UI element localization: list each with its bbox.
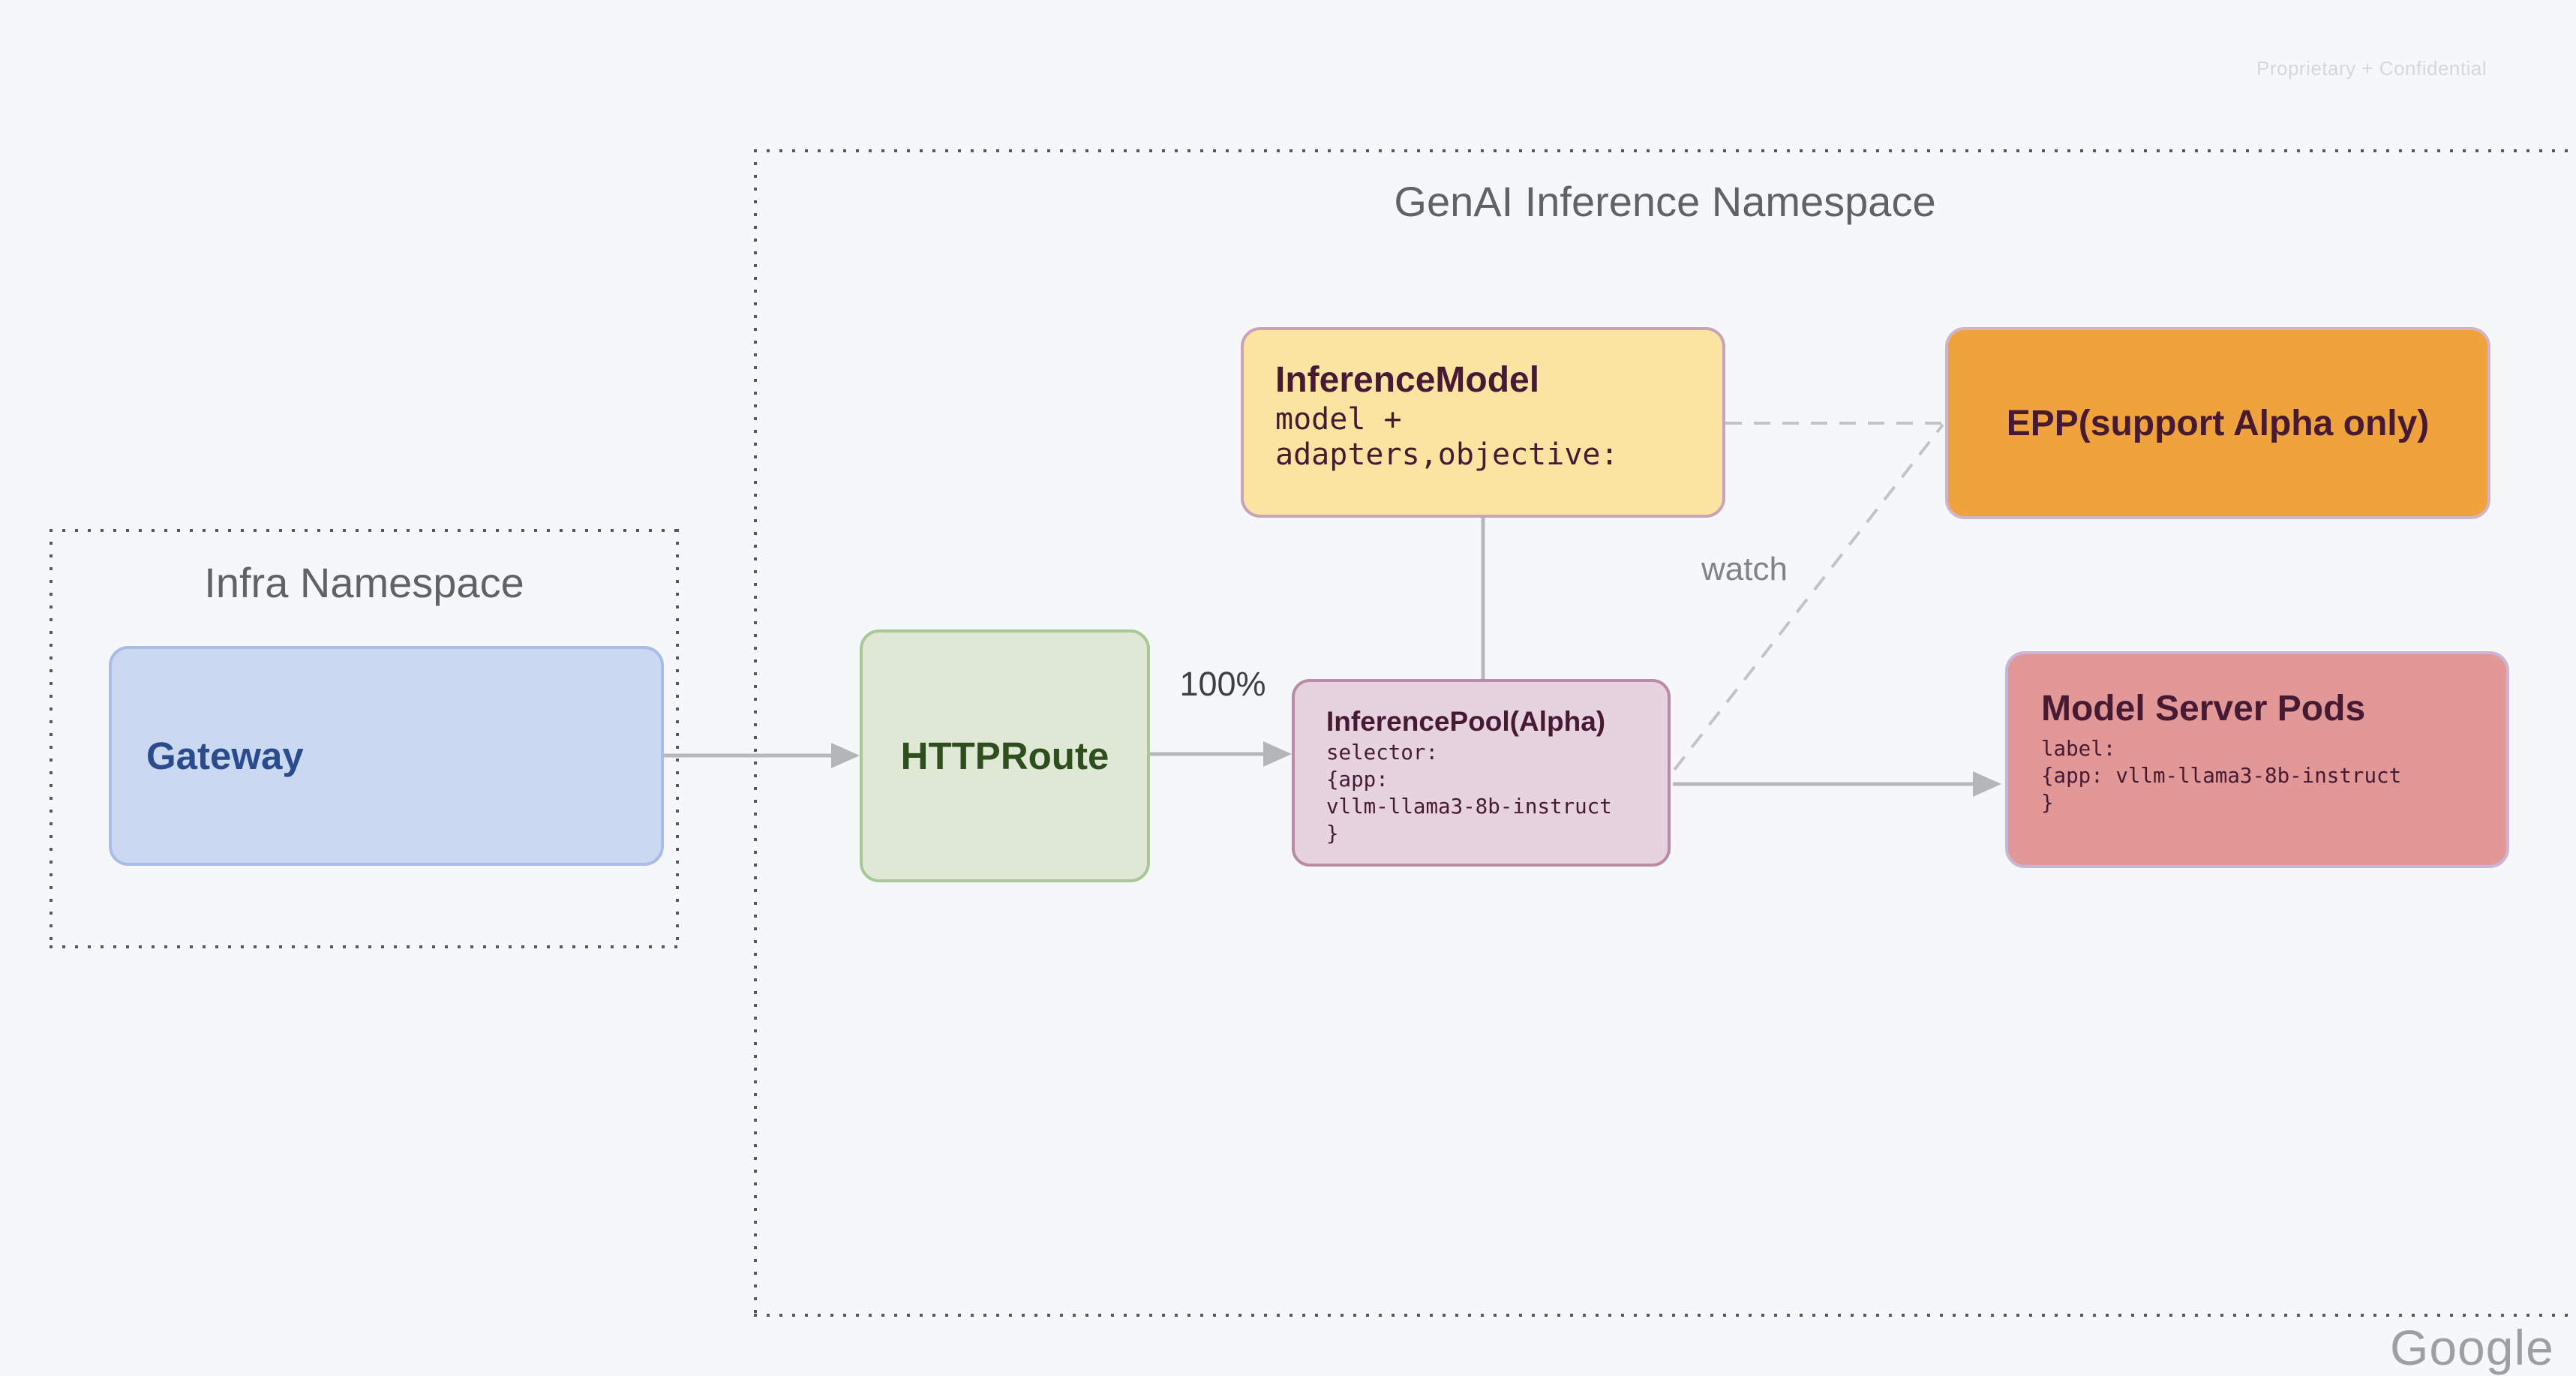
epp-node: EPP(support Alpha only): [1945, 327, 2490, 519]
inference-model-node: InferenceModel model + adapters,objectiv…: [1241, 327, 1725, 518]
inference-pool-title: InferencePool(Alpha): [1326, 706, 1606, 737]
inference-pool-body-line: vllm-llama3-8b-instruct: [1326, 795, 1612, 819]
slide-canvas: { "watermarks": { "top_right": "Propriet…: [50, 57, 2576, 1375]
httproute-label: HTTPRoute: [900, 735, 1109, 777]
model-server-pods-title: Model Server Pods: [2041, 689, 2366, 729]
route-weight-label: 100%: [1179, 665, 1266, 703]
google-logo-partial: Google: [2390, 1320, 2554, 1375]
inference-model-body-line: model +: [1275, 402, 1402, 437]
inference-model-title: InferenceModel: [1275, 360, 1540, 400]
confidentiality-watermark: Proprietary + Confidential: [2256, 57, 2487, 80]
epp-label: EPP(support Alpha only): [2006, 403, 2430, 443]
genai-namespace-title: GenAI Inference Namespace: [1394, 178, 1936, 225]
inference-pool-body-line: {app:: [1326, 768, 1389, 792]
watch-label: watch: [1701, 551, 1788, 587]
inference-pool-body-line: }: [1326, 822, 1339, 846]
model-server-pods-body-line: {app: vllm-llama3-8b-instruct: [2041, 764, 2402, 788]
infra-namespace-title: Infra Namespace: [204, 559, 524, 606]
model-server-pods-body-line: }: [2041, 791, 2054, 815]
inference-pool-body-line: selector:: [1326, 741, 1439, 765]
model-server-pods-node: Model Server Pods label: {app: vllm-llam…: [2005, 651, 2509, 868]
gateway-node: Gateway: [109, 646, 664, 866]
inference-model-body-line: adapters,objective:: [1275, 437, 1619, 472]
model-server-pods-body-line: label:: [2041, 737, 2116, 761]
httproute-node: HTTPRoute: [860, 629, 1150, 882]
gateway-label: Gateway: [146, 735, 304, 777]
inference-pool-node: InferencePool(Alpha) selector: {app: vll…: [1292, 679, 1671, 867]
